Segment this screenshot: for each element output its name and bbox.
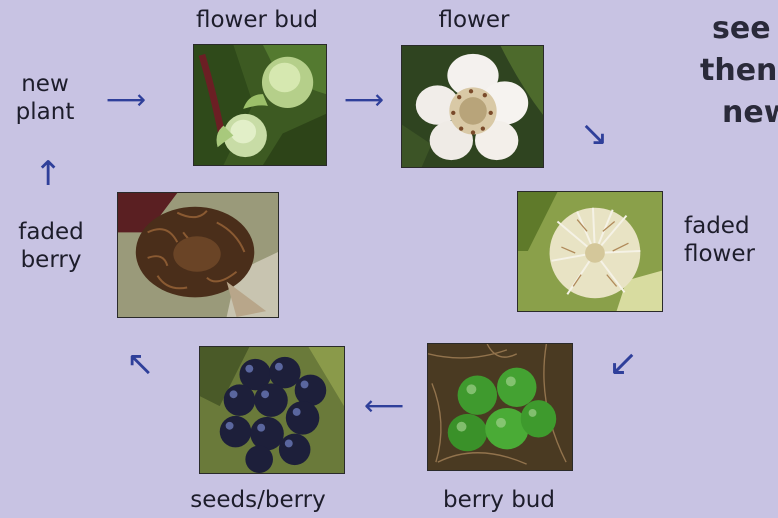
label-berry-bud: berry bud	[420, 486, 578, 514]
label-faded-flower: faded flower	[684, 212, 778, 268]
arrow-faded-to-berrybud: ↙	[608, 350, 638, 378]
faded-berry-photo	[117, 192, 279, 318]
label-flower-bud: flower bud	[176, 6, 338, 34]
label-faded-berry-line1: faded	[6, 218, 96, 246]
flower-bud-photo	[193, 44, 327, 166]
label-faded-flower-line2: flower	[684, 240, 778, 268]
seeds-berry-photo	[199, 346, 345, 474]
label-faded-berry: faded berry	[6, 218, 96, 274]
arrow-seeds-to-fadedberry: ↖	[126, 350, 155, 378]
side-text-line3: new	[694, 92, 778, 134]
side-text-line2: then	[694, 50, 778, 92]
flower-photo	[401, 45, 544, 168]
arrow-flower-to-faded: ↘	[580, 120, 609, 148]
label-seeds-berry: seeds/berry	[168, 486, 348, 514]
label-flower: flower	[420, 6, 528, 34]
label-faded-flower-line1: faded	[684, 212, 778, 240]
label-new-plant: new plant	[6, 70, 84, 126]
berry-bud-photo	[427, 343, 573, 471]
label-faded-berry-line2: berry	[6, 246, 96, 274]
arrow-bud-to-flower: ⟶	[344, 86, 384, 114]
arrow-fadedberry-to-newplant: ↑	[34, 160, 63, 188]
faded-flower-photo	[517, 191, 663, 312]
arrow-newplant-to-bud: ⟶	[106, 86, 146, 114]
side-text: see then new	[694, 8, 778, 134]
label-new-plant-line2: plant	[6, 98, 84, 126]
side-text-line1: see	[694, 8, 778, 50]
arrow-berrybud-to-seeds: ⟵	[364, 392, 404, 420]
label-new-plant-line1: new	[6, 70, 84, 98]
